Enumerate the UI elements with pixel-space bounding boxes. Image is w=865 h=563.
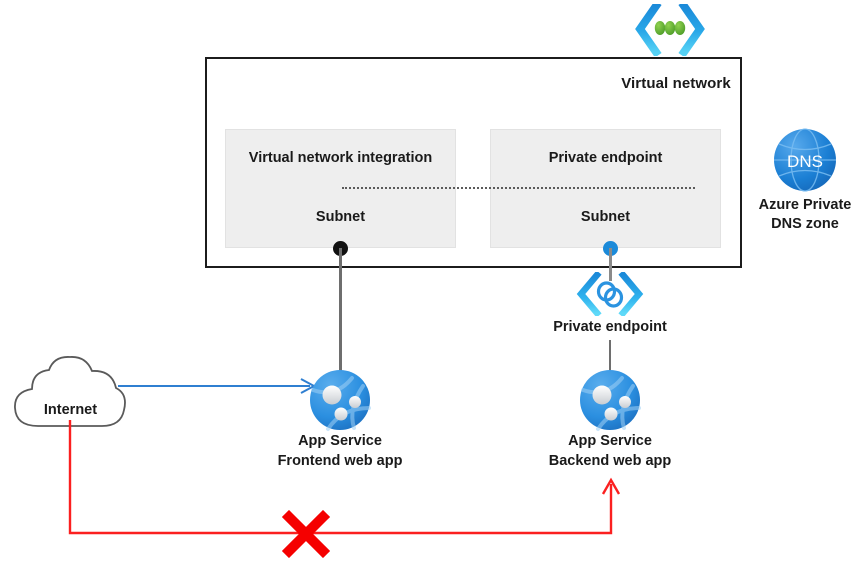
dns-zone-label: Azure Private DNS zone bbox=[740, 196, 865, 234]
private-endpoint-connector-line-bottom bbox=[609, 340, 611, 378]
internet-label: Internet bbox=[43, 402, 98, 418]
private-endpoint-label: Private endpoint bbox=[553, 319, 667, 335]
subnet-panel-integration: Virtual network integration Subnet bbox=[225, 129, 456, 248]
virtual-network-label: Virtual network bbox=[621, 75, 731, 92]
app-service-backend-label-line1: App Service bbox=[568, 433, 652, 449]
app-service-backend-label-line2: Backend web app bbox=[548, 453, 672, 469]
app-service-backend-icon bbox=[578, 368, 642, 432]
private-endpoint-icon bbox=[575, 270, 645, 318]
internet-to-frontend-arrow bbox=[118, 374, 323, 398]
app-service-backend-label: App Service Backend web app bbox=[500, 431, 720, 471]
subnet-label-left: Subnet bbox=[315, 209, 366, 225]
subnet-label-right: Subnet bbox=[580, 209, 631, 225]
app-service-frontend-label-line2: Frontend web app bbox=[277, 453, 403, 469]
dns-globe-icon: DNS bbox=[772, 127, 838, 193]
private-endpoint-connector-line-top bbox=[609, 248, 612, 281]
dns-zone-label-line2: DNS zone bbox=[771, 216, 839, 232]
internet-cloud-icon bbox=[8, 348, 133, 436]
app-service-frontend-icon bbox=[308, 368, 372, 432]
subnet-title-integration: Virtual network integration bbox=[248, 150, 433, 166]
blocked-connection-x-icon bbox=[281, 509, 331, 559]
app-service-frontend-label-line1: App Service bbox=[298, 433, 382, 449]
internet-to-backend-blocked-arrow bbox=[56, 420, 636, 550]
virtual-network-icon bbox=[634, 0, 706, 58]
subnet-dotted-divider bbox=[342, 187, 695, 191]
integration-connector-line bbox=[339, 248, 342, 378]
subnet-title-private-endpoint: Private endpoint bbox=[548, 150, 663, 166]
dns-zone-label-line1: Azure Private bbox=[758, 197, 852, 213]
dns-icon-text: DNS bbox=[787, 152, 823, 171]
app-service-frontend-label: App Service Frontend web app bbox=[230, 431, 450, 471]
